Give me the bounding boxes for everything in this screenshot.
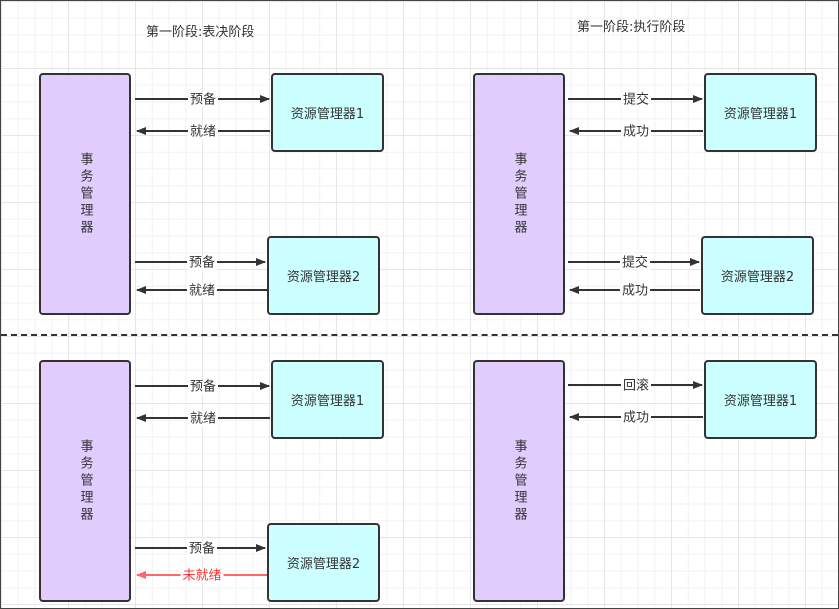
transaction-manager-q4[interactable]: 事务管理器 [473,360,565,602]
label-success: 成功 [620,410,652,426]
label-ready: 就绪 [187,124,219,140]
label-not-ready: 未就绪 [180,568,224,584]
label-commit: 提交 [620,92,652,108]
title-voting-phase: 第一阶段:表决阶段 [146,25,255,40]
label-prepare: 预备 [187,92,219,108]
label-ready: 就绪 [186,283,218,299]
resource-manager-1-q2[interactable]: 资源管理器1 [704,73,817,152]
transaction-manager-label: 事务管理器 [511,438,527,524]
phase-divider [1,334,838,336]
resource-manager-1-q4[interactable]: 资源管理器1 [704,360,817,439]
label-ready: 就绪 [187,411,219,427]
transaction-manager-label: 事务管理器 [77,151,93,237]
transaction-manager-q2[interactable]: 事务管理器 [473,73,565,315]
label-prepare: 预备 [186,255,218,271]
label-success: 成功 [619,283,651,299]
title-execution-phase: 第一阶段:执行阶段 [577,20,686,35]
resource-manager-2-q2[interactable]: 资源管理器2 [701,236,814,315]
transaction-manager-label: 事务管理器 [77,438,93,524]
resource-manager-2-q1[interactable]: 资源管理器2 [267,236,380,315]
label-commit: 提交 [619,255,651,271]
label-prepare: 预备 [187,379,219,395]
label-rollback: 回滚 [620,378,652,394]
resource-manager-1-q1[interactable]: 资源管理器1 [271,73,384,152]
transaction-manager-label: 事务管理器 [511,151,527,237]
transaction-manager-q3[interactable]: 事务管理器 [39,360,131,602]
label-prepare: 预备 [186,541,218,557]
label-success: 成功 [620,124,652,140]
resource-manager-1-q3[interactable]: 资源管理器1 [271,360,384,439]
resource-manager-2-q3[interactable]: 资源管理器2 [267,523,380,602]
transaction-manager-q1[interactable]: 事务管理器 [39,73,131,315]
